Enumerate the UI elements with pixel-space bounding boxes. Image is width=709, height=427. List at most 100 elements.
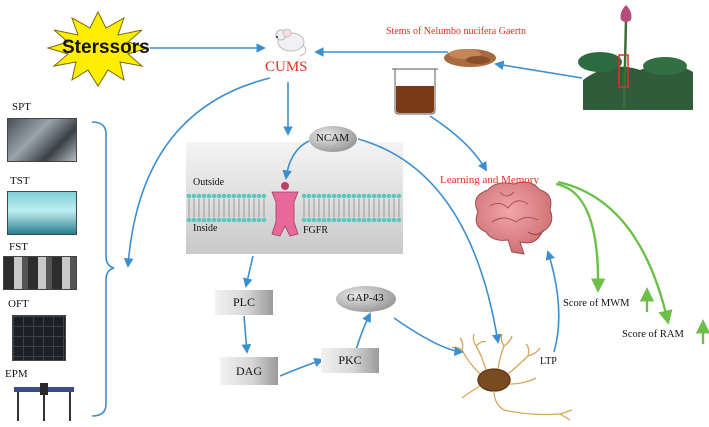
lipid-head — [376, 217, 382, 223]
lipid-head — [326, 217, 332, 223]
membrane-outside-label: Outside — [193, 177, 225, 188]
lipid-head — [186, 217, 192, 223]
oft-test-image — [12, 315, 66, 361]
lipid-head — [381, 193, 387, 199]
lipid-head — [301, 217, 307, 223]
lipid-head — [241, 193, 247, 199]
arrow-plant-to-stems — [494, 60, 583, 79]
lipid-head — [386, 193, 392, 199]
green-arrows — [555, 180, 709, 344]
lipid-head — [336, 217, 342, 223]
lipid-head — [331, 217, 337, 223]
lipid-head — [246, 193, 252, 199]
lipid-head — [361, 193, 367, 199]
score-mwm-label: Score of MWM — [563, 298, 630, 309]
lipid-head — [231, 193, 237, 199]
gap43-node — [336, 286, 396, 312]
arrow-ncam-to-neuron — [357, 138, 502, 344]
arrow-cums-to-behavior — [123, 77, 271, 268]
lipid-head — [211, 217, 217, 223]
gap43-label: GAP-43 — [347, 292, 384, 304]
source-label: Stems of Nelumbo nucifera Gaertn — [386, 26, 526, 37]
fgfr-label: FGFR — [303, 225, 329, 236]
lipid-head — [241, 217, 247, 223]
lipid-head — [376, 193, 382, 199]
epm-test-image — [12, 383, 76, 421]
lipid-head — [206, 193, 212, 199]
lipid-head — [246, 217, 252, 223]
beaker-icon — [392, 68, 438, 115]
lipid-head — [226, 217, 232, 223]
arrow-membrane-to-plc — [243, 255, 254, 288]
lipid-head — [211, 193, 217, 199]
arrow-beaker-to-learning — [429, 115, 487, 172]
behavior-tests-bracket — [91, 121, 115, 417]
lipid-head — [361, 217, 367, 223]
arrow-dag-to-pkc — [279, 357, 324, 377]
lipid-head — [256, 217, 262, 223]
lipid-head — [351, 193, 357, 199]
lipid-head — [391, 193, 397, 199]
lipid-head — [206, 217, 212, 223]
lipid-head — [216, 193, 222, 199]
dag-box: DAG — [220, 357, 278, 385]
lipid-head — [331, 193, 337, 199]
lipid-head — [386, 217, 392, 223]
lotus-plant-image — [578, 0, 693, 110]
mouse-icon — [275, 28, 307, 57]
lipid-head — [371, 193, 377, 199]
test-label-oft: OFT — [8, 298, 29, 310]
lipid-head — [221, 193, 227, 199]
lipid-head — [301, 193, 307, 199]
neuron-icon — [451, 333, 573, 421]
lipid-head — [216, 217, 222, 223]
pkc-box: PKC — [321, 348, 379, 373]
arrow-neuron-to-brain — [545, 250, 560, 353]
lipid-head — [261, 217, 267, 223]
lipid-head — [396, 217, 402, 223]
lipid-head — [191, 217, 197, 223]
ncam-node — [309, 126, 357, 152]
arrow-plc-to-dag — [241, 315, 252, 354]
lipid-head — [321, 217, 327, 223]
lipid-head — [371, 217, 377, 223]
lipid-head — [306, 217, 312, 223]
ltp-label: LTP — [540, 356, 557, 367]
lipid-head — [186, 193, 192, 199]
lipid-head — [356, 193, 362, 199]
lipid-head — [311, 193, 317, 199]
lipid-head — [191, 193, 197, 199]
lipid-head — [251, 217, 257, 223]
lipid-head — [391, 217, 397, 223]
lipid-head — [221, 217, 227, 223]
learning-memory-label: Learning and Memory — [440, 174, 539, 186]
arrow-learning-to-ram — [557, 180, 673, 325]
lipid-head — [306, 193, 312, 199]
test-label-tst: TST — [10, 175, 30, 187]
arrow-learning-to-mwm — [555, 182, 606, 293]
test-label-epm: EPM — [5, 368, 28, 380]
test-label-fst: FST — [9, 241, 28, 253]
plc-box: PLC — [215, 290, 273, 315]
lipid-head — [341, 217, 347, 223]
lipid-head — [236, 193, 242, 199]
stressors-label: Sterssors — [62, 37, 150, 58]
brain-icon — [475, 181, 553, 255]
spt-test-image — [7, 118, 77, 162]
arrow-ncam-to-fgfr — [282, 140, 310, 180]
lipid-head — [316, 193, 322, 199]
lipid-head — [196, 193, 202, 199]
stressors-star — [46, 10, 150, 87]
lipid-head — [341, 193, 347, 199]
test-label-spt: SPT — [12, 101, 31, 113]
lipid-head — [351, 217, 357, 223]
lipid-head — [336, 193, 342, 199]
lipid-head — [236, 217, 242, 223]
tst-test-image — [7, 191, 77, 235]
lipid-head — [381, 217, 387, 223]
arrow-gap43-to-neuron — [393, 317, 464, 357]
lipid-head — [346, 193, 352, 199]
fst-test-image — [3, 256, 77, 290]
membrane-inside-label: Inside — [193, 223, 218, 234]
